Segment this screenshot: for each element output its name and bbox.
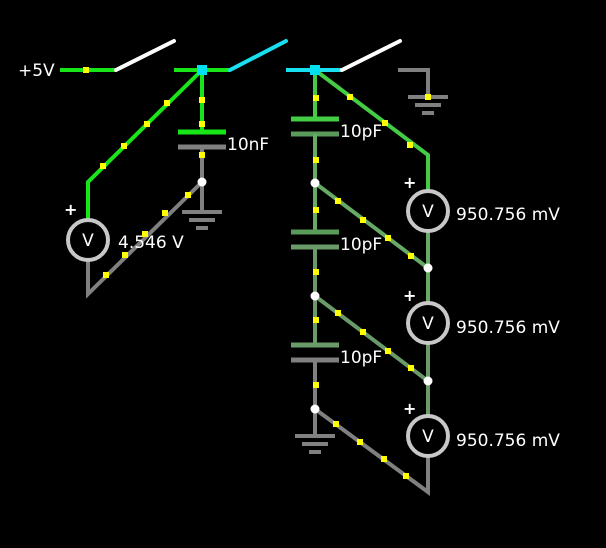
meter-2-plus: + — [403, 286, 416, 305]
junction-e2 — [423, 376, 433, 386]
current-dot — [313, 95, 319, 101]
current-dot — [103, 272, 109, 278]
meter-3-symbol: V — [422, 427, 434, 447]
meter-main-reading: 4.546 V — [118, 233, 184, 253]
current-dot — [408, 365, 414, 371]
current-dot — [164, 100, 170, 106]
supply-label: +5V — [18, 61, 55, 81]
meter-main-plus: + — [64, 200, 77, 219]
current-dot — [385, 235, 391, 241]
current-dot — [347, 94, 353, 100]
meter-3-ring — [406, 414, 450, 458]
current-dot — [199, 152, 205, 158]
current-dot — [333, 421, 339, 427]
current-dot — [313, 317, 319, 323]
meter-1[interactable]: V + 950.756 mV — [403, 173, 560, 233]
junction-d2 — [423, 263, 433, 273]
meter-2[interactable]: V + 950.756 mV — [403, 286, 560, 345]
meter-2-reading: 950.756 mV — [456, 318, 560, 338]
ground-3 — [295, 434, 335, 454]
meter-main[interactable]: V + 4.546 V — [64, 200, 184, 262]
current-dot — [100, 163, 106, 169]
current-dot — [360, 329, 366, 335]
current-dot — [382, 120, 388, 126]
meter-3-plus: + — [403, 399, 416, 418]
ground-1 — [182, 210, 222, 230]
current-dot — [381, 456, 387, 462]
current-dot — [144, 121, 150, 127]
current-dot — [407, 142, 413, 148]
current-dot — [403, 473, 409, 479]
cap-3-label: 10pF — [340, 348, 382, 368]
current-dot — [199, 121, 205, 127]
meter-3[interactable]: V + 950.756 mV — [403, 399, 560, 458]
node-b-wires — [86, 147, 207, 299]
current-dot — [357, 439, 363, 445]
current-dot — [162, 210, 168, 216]
cap-2-label: 10pF — [340, 235, 382, 255]
current-dot — [199, 97, 205, 103]
wire-meter-main-return — [86, 180, 204, 299]
current-dot — [83, 67, 89, 73]
meter-2-symbol: V — [422, 314, 434, 334]
current-dot — [185, 192, 191, 198]
wire-switch3-ground — [398, 68, 430, 97]
junction-f — [310, 404, 320, 414]
switch-post-a — [197, 65, 207, 75]
junction-b — [197, 177, 207, 187]
switch-post-b — [310, 65, 320, 75]
meter-3-reading: 950.756 mV — [456, 431, 560, 451]
current-dot — [313, 269, 319, 275]
cap-2[interactable]: 10pF — [291, 229, 382, 255]
current-dot — [142, 231, 148, 237]
meter-1-symbol: V — [422, 202, 434, 222]
wire-meter3-return — [313, 407, 430, 496]
switch-1[interactable] — [114, 39, 176, 72]
current-dot — [408, 253, 414, 259]
node-f-wires — [310, 360, 430, 496]
switch-3[interactable] — [340, 39, 402, 72]
current-dot — [360, 217, 366, 223]
current-dot — [425, 94, 431, 100]
meter-main-symbol: V — [82, 231, 94, 251]
switch-2[interactable] — [228, 39, 288, 72]
meter-1-ring — [406, 189, 450, 233]
meter-2-ring — [406, 301, 450, 345]
current-dot — [121, 143, 127, 149]
meter-1-plus: + — [403, 173, 416, 192]
current-dot — [122, 252, 128, 258]
wire-to-meter-main — [86, 68, 204, 222]
meter-main-ring — [66, 218, 110, 262]
meter-1-reading: 950.756 mV — [456, 205, 560, 225]
current-dot — [313, 157, 319, 163]
current-dot — [313, 207, 319, 213]
current-dot — [335, 198, 341, 204]
current-dot — [385, 348, 391, 354]
current-dot — [313, 382, 319, 388]
cap-main-label: 10nF — [227, 135, 269, 155]
junction-e — [310, 291, 320, 301]
current-dot — [335, 310, 341, 316]
cap-1-label: 10pF — [340, 122, 382, 142]
junction-d — [310, 178, 320, 188]
current-dots — [83, 67, 431, 479]
